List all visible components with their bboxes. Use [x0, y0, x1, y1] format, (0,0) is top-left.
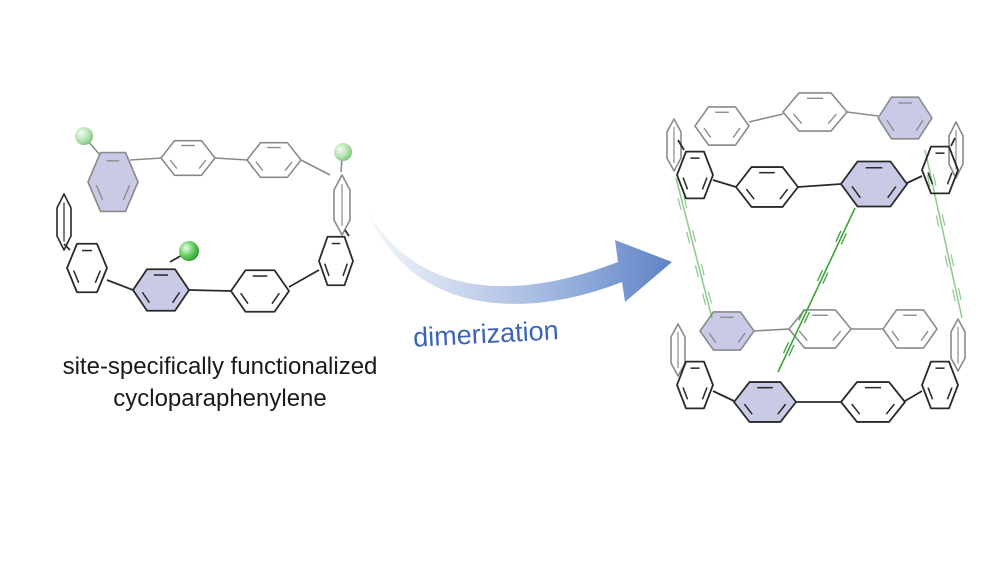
alkyne-linker-center: [777, 207, 856, 373]
monomer-back-rings: [87, 139, 351, 236]
back-phenylene-ring: [877, 96, 933, 140]
biaryl-bond: [906, 175, 923, 184]
biaryl-bond: [712, 390, 735, 402]
front-phenylene-ring: [733, 381, 797, 423]
biaryl-bond: [300, 159, 331, 176]
functional-group-sphere-back-right: [334, 143, 352, 161]
back-right-edge-ring: [950, 318, 966, 372]
biaryl-bond: [214, 157, 248, 161]
nanohoop-dimer: [666, 92, 966, 423]
back-right-edge-ring: [333, 174, 351, 236]
biaryl-bond: [106, 279, 134, 291]
functional-group-sphere-front: [179, 241, 199, 261]
front-phenylene-ring: [840, 381, 906, 423]
back-left-edge-ring: [670, 323, 686, 377]
biaryl-bond: [950, 137, 956, 147]
biaryl-bond: [188, 289, 232, 292]
biaryl-bond: [797, 183, 842, 188]
biaryl-bond: [846, 111, 879, 117]
front-phenylene-ring: [735, 166, 799, 208]
front-phenylene-ring: [66, 242, 108, 294]
front-functionalized-phenylene-ring: [132, 268, 190, 312]
front-phenylene-ring: [318, 235, 354, 287]
biaryl-bond: [753, 328, 790, 332]
biaryl-bond: [904, 390, 923, 402]
back-phenylene-ring: [782, 92, 848, 132]
biaryl-bond: [712, 179, 737, 188]
monomer-caption-line-2: cycloparaphenylene: [113, 385, 327, 412]
back-phenylene-ring: [87, 151, 139, 213]
alkyne-linker-left: [675, 177, 713, 319]
biaryl-bond: [63, 243, 71, 251]
back-phenylene-ring: [246, 141, 302, 179]
functional-group-sphere-back-left: [75, 127, 93, 145]
functionalized-nanohoop-monomer: [56, 127, 354, 313]
front-phenylene-ring: [921, 145, 959, 195]
arrow-label: dimerization: [412, 315, 559, 353]
back-phenylene-ring: [694, 106, 750, 146]
biaryl-bond: [288, 269, 320, 288]
biaryl-bond: [677, 139, 685, 151]
monomer-caption-line-1: site-specifically functionalized: [62, 353, 378, 380]
back-phenylene-ring: [699, 311, 755, 351]
bottom-ring-back-rings: [670, 309, 966, 377]
front-phenylene-ring: [840, 160, 908, 208]
front-phenylene-ring: [230, 269, 290, 313]
back-phenylene-ring: [160, 139, 216, 177]
curved-arrow-icon: [368, 212, 672, 304]
front-left-edge-ring: [56, 193, 72, 251]
alkyne-linkers: [675, 149, 963, 373]
bottom-ring-front-rings: [676, 360, 959, 423]
monomer-front-rings: [56, 193, 354, 313]
reaction-arrow: dimerization: [368, 212, 672, 353]
front-phenylene-ring: [676, 360, 714, 410]
front-phenylene-ring: [921, 360, 959, 410]
biaryl-bond: [748, 113, 784, 123]
back-left-edge-ring: [666, 118, 682, 172]
biaryl-bond: [129, 157, 163, 161]
front-phenylene-ring: [676, 150, 714, 200]
alkyne-linker-right: [924, 149, 963, 319]
back-phenylene-ring: [882, 309, 938, 349]
biaryl-bond: [344, 229, 350, 237]
top-ring-back-rings: [666, 92, 964, 179]
top-ring-front-rings: [676, 137, 959, 208]
